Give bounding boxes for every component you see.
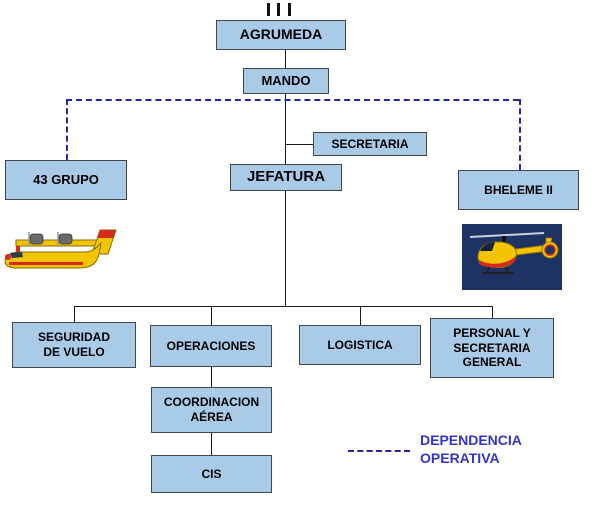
- connector-jefatura-secretaria: [285, 144, 313, 145]
- node-43-grupo: 43 GRUPO: [5, 160, 127, 200]
- dashed-dependency-left: [66, 99, 68, 160]
- connector-personal: [492, 306, 493, 318]
- connector-operaciones: [211, 306, 212, 325]
- node-secretaria: SECRETARIA: [313, 132, 427, 156]
- connector-coordinacion-cis: [211, 433, 212, 455]
- node-agrumeda: AGRUMEDA: [216, 20, 346, 50]
- dashed-dependency-right: [519, 99, 521, 170]
- branch-distributor-line: [74, 306, 492, 307]
- node-jefatura: JEFATURA: [230, 164, 342, 191]
- top-mark-icon: [277, 3, 280, 16]
- node-cis: CIS: [151, 455, 272, 493]
- node-operaciones: OPERACIONES: [150, 325, 272, 367]
- node-mando: MANDO: [243, 68, 329, 94]
- seaplane-image: [4, 229, 117, 269]
- connector-mando-jefatura: [285, 94, 286, 164]
- legend-dashed-line-icon: [348, 450, 410, 452]
- node-logistica: LOGISTICA: [299, 325, 421, 365]
- top-mark-icon: [267, 3, 270, 16]
- node-personal-y-secretaria-general: PERSONAL Y SECRETARIA GENERAL: [430, 318, 554, 378]
- connector-operaciones-coordinacion: [211, 367, 212, 387]
- connector-seguridad: [74, 306, 75, 322]
- top-mark-icon: [288, 3, 291, 16]
- connector-jefatura-branches: [285, 191, 286, 306]
- connector-agrumeda-mando: [285, 50, 286, 68]
- dashed-dependency-line: [66, 99, 519, 101]
- node-bheleme-ii: BHELEME II: [458, 170, 579, 210]
- helicopter-image: [462, 224, 562, 290]
- node-coordinacion-aerea: COORDINACION AÉREA: [151, 387, 272, 433]
- connector-logistica: [360, 306, 361, 325]
- node-seguridad-de-vuelo: SEGURIDAD DE VUELO: [12, 322, 136, 368]
- legend-label: DEPENDENCIA OPERATIVA: [420, 432, 522, 467]
